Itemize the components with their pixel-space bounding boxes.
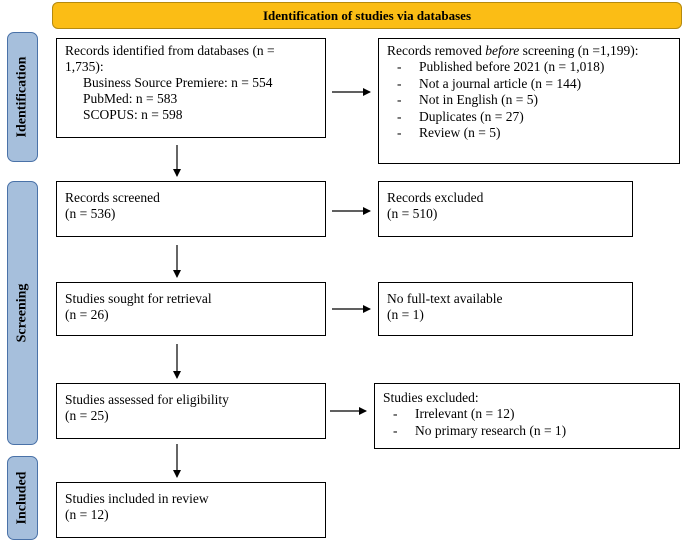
assessed-eligibility-line-1: Studies assessed for eligibility	[65, 392, 229, 407]
box-records-screened: Records screened (n = 536)	[56, 181, 326, 237]
removed-item-duplicates: Duplicates (n = 27)	[387, 109, 673, 126]
box-records-excluded: Records excluded (n = 510)	[378, 181, 633, 237]
box-records-removed: Records removed before screening (n =1,1…	[378, 38, 680, 164]
included-review-line-2: (n = 12)	[65, 507, 109, 522]
excluded-item-irrelevant: Irrelevant (n = 12)	[383, 406, 673, 423]
records-removed-title: Records removed before screening (n =1,1…	[387, 43, 673, 59]
stage-included: Included	[7, 456, 38, 540]
box-assessed-eligibility: Studies assessed for eligibility (n = 25…	[56, 383, 326, 439]
studies-excluded-list: Irrelevant (n = 12) No primary research …	[383, 406, 673, 439]
stage-identification: Identification	[7, 32, 38, 162]
records-removed-title-post: screening (n =1,199):	[519, 43, 639, 58]
source-pubmed: PubMed: n = 583	[83, 91, 178, 106]
sought-retrieval-line-2: (n = 26)	[65, 307, 109, 322]
records-identified-line-1: Records identified from databases (n =	[65, 43, 275, 58]
removed-item-published-before-2021: Published before 2021 (n = 1,018)	[387, 59, 673, 76]
box-sought-retrieval: Studies sought for retrieval (n = 26)	[56, 282, 326, 336]
records-identified-line-2: 1,735):	[65, 59, 104, 74]
removed-item-not-in-english: Not in English (n = 5)	[387, 92, 673, 109]
records-removed-title-pre: Records removed	[387, 43, 486, 58]
source-scopus: SCOPUS: n = 598	[83, 107, 183, 122]
removed-item-review: Review (n = 5)	[387, 125, 673, 142]
stage-screening: Screening	[7, 181, 38, 445]
records-screened-line-2: (n = 536)	[65, 206, 116, 221]
assessed-eligibility-line-2: (n = 25)	[65, 408, 109, 423]
box-studies-excluded: Studies excluded: Irrelevant (n = 12) No…	[374, 383, 680, 449]
box-records-identified: Records identified from databases (n = 1…	[56, 38, 326, 138]
excluded-item-no-primary-research: No primary research (n = 1)	[383, 423, 673, 440]
records-excluded-line-1: Records excluded	[387, 190, 484, 205]
diagram-header: Identification of studies via databases	[52, 2, 682, 29]
box-no-fulltext: No full-text available (n = 1)	[378, 282, 633, 336]
records-removed-title-em: before	[485, 43, 520, 58]
records-excluded-line-2: (n = 510)	[387, 206, 438, 221]
source-business-source-premiere: Business Source Premiere: n = 554	[83, 75, 273, 90]
box-included-review: Studies included in review (n = 12)	[56, 482, 326, 538]
records-screened-line-1: Records screened	[65, 190, 160, 205]
sought-retrieval-line-1: Studies sought for retrieval	[65, 291, 212, 306]
records-removed-list: Published before 2021 (n = 1,018) Not a …	[387, 59, 673, 142]
removed-item-not-journal-article: Not a journal article (n = 144)	[387, 76, 673, 93]
no-fulltext-line-2: (n = 1)	[387, 307, 424, 322]
included-review-line-1: Studies included in review	[65, 491, 209, 506]
studies-excluded-title: Studies excluded:	[383, 390, 479, 405]
no-fulltext-line-1: No full-text available	[387, 291, 503, 306]
header-title: Identification of studies via databases	[262, 7, 472, 23]
